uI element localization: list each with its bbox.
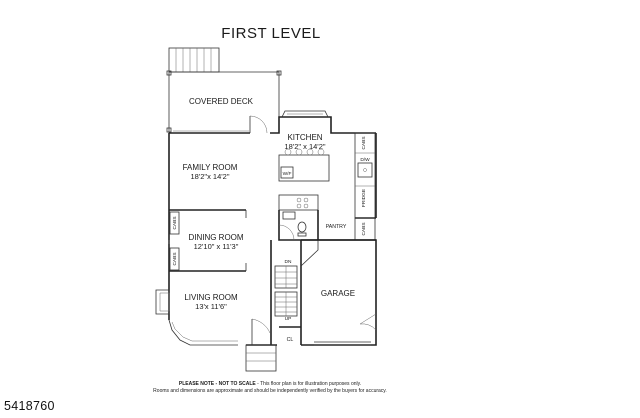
dining-room: CABS CABS DINING ROOM 12'10" x 11'3" xyxy=(168,209,247,272)
deck-door xyxy=(249,115,268,134)
disclaimer-rest: - This floor plan is for illustration pu… xyxy=(256,381,361,387)
kitchen-label: KITCHEN xyxy=(287,133,322,142)
stairs-up-label: UP xyxy=(285,316,292,322)
dining-cabs-top-label: CABS xyxy=(172,216,178,229)
entry xyxy=(245,318,277,372)
garage: GARAGE xyxy=(300,239,377,346)
disclaimer-note: PLEASE NOTE - NOT TO SCALE - This floor … xyxy=(153,381,387,394)
living-room-label: LIVING ROOM xyxy=(184,293,238,302)
kitchen-dims: 18'2" x 14'2" xyxy=(284,142,325,151)
living-room: LIVING ROOM 13'x 11'6" xyxy=(155,289,238,342)
closet-label: CL xyxy=(287,337,294,343)
wf-label: W/F xyxy=(283,171,292,177)
pantry-cabs-label: CABS xyxy=(361,222,367,235)
pantry-label: PANTRY xyxy=(326,224,347,230)
listing-id: 5418760 xyxy=(4,399,55,413)
dining-room-label: DINING ROOM xyxy=(188,233,243,242)
staircase: DN UP xyxy=(270,240,302,345)
fridge-label: FRIDGE xyxy=(361,189,367,207)
covered-deck-label: COVERED DECK xyxy=(189,97,254,106)
disclaimer-line2: Rooms and dimensions are approximate and… xyxy=(153,388,387,394)
pantry: CABS PANTRY xyxy=(317,210,376,241)
plan-title: FIRST LEVEL xyxy=(221,25,320,42)
disclaimer-bold: PLEASE NOTE - NOT TO SCALE xyxy=(179,381,257,387)
powder-room xyxy=(278,210,318,241)
closet: CL xyxy=(279,326,301,343)
dishwasher-label: D/W xyxy=(360,157,370,163)
kitchen-cabs-label: CABS xyxy=(361,136,367,149)
family-room-dims: 18'2"x 14'2" xyxy=(190,172,229,181)
dining-room-dims: 12'10" x 11'3" xyxy=(194,242,239,251)
svg-text:PLEASE NOTE - NOT TO SCALE - T: PLEASE NOTE - NOT TO SCALE - This floor … xyxy=(179,381,361,387)
garage-label: GARAGE xyxy=(321,289,355,298)
dining-cabs-bottom-label: CABS xyxy=(172,252,178,265)
family-room-label: FAMILY ROOM xyxy=(183,163,238,172)
stairs-down-label: DN xyxy=(285,259,292,265)
kitchen: KITCHEN 18'2" x 14'2" CABS D/W FRIDGE W/… xyxy=(278,132,376,219)
covered-deck: COVERED DECK xyxy=(166,47,282,133)
family-room: FAMILY ROOM 18'2"x 14'2" xyxy=(183,163,238,181)
living-room-dims: 13'x 11'6" xyxy=(195,302,227,311)
